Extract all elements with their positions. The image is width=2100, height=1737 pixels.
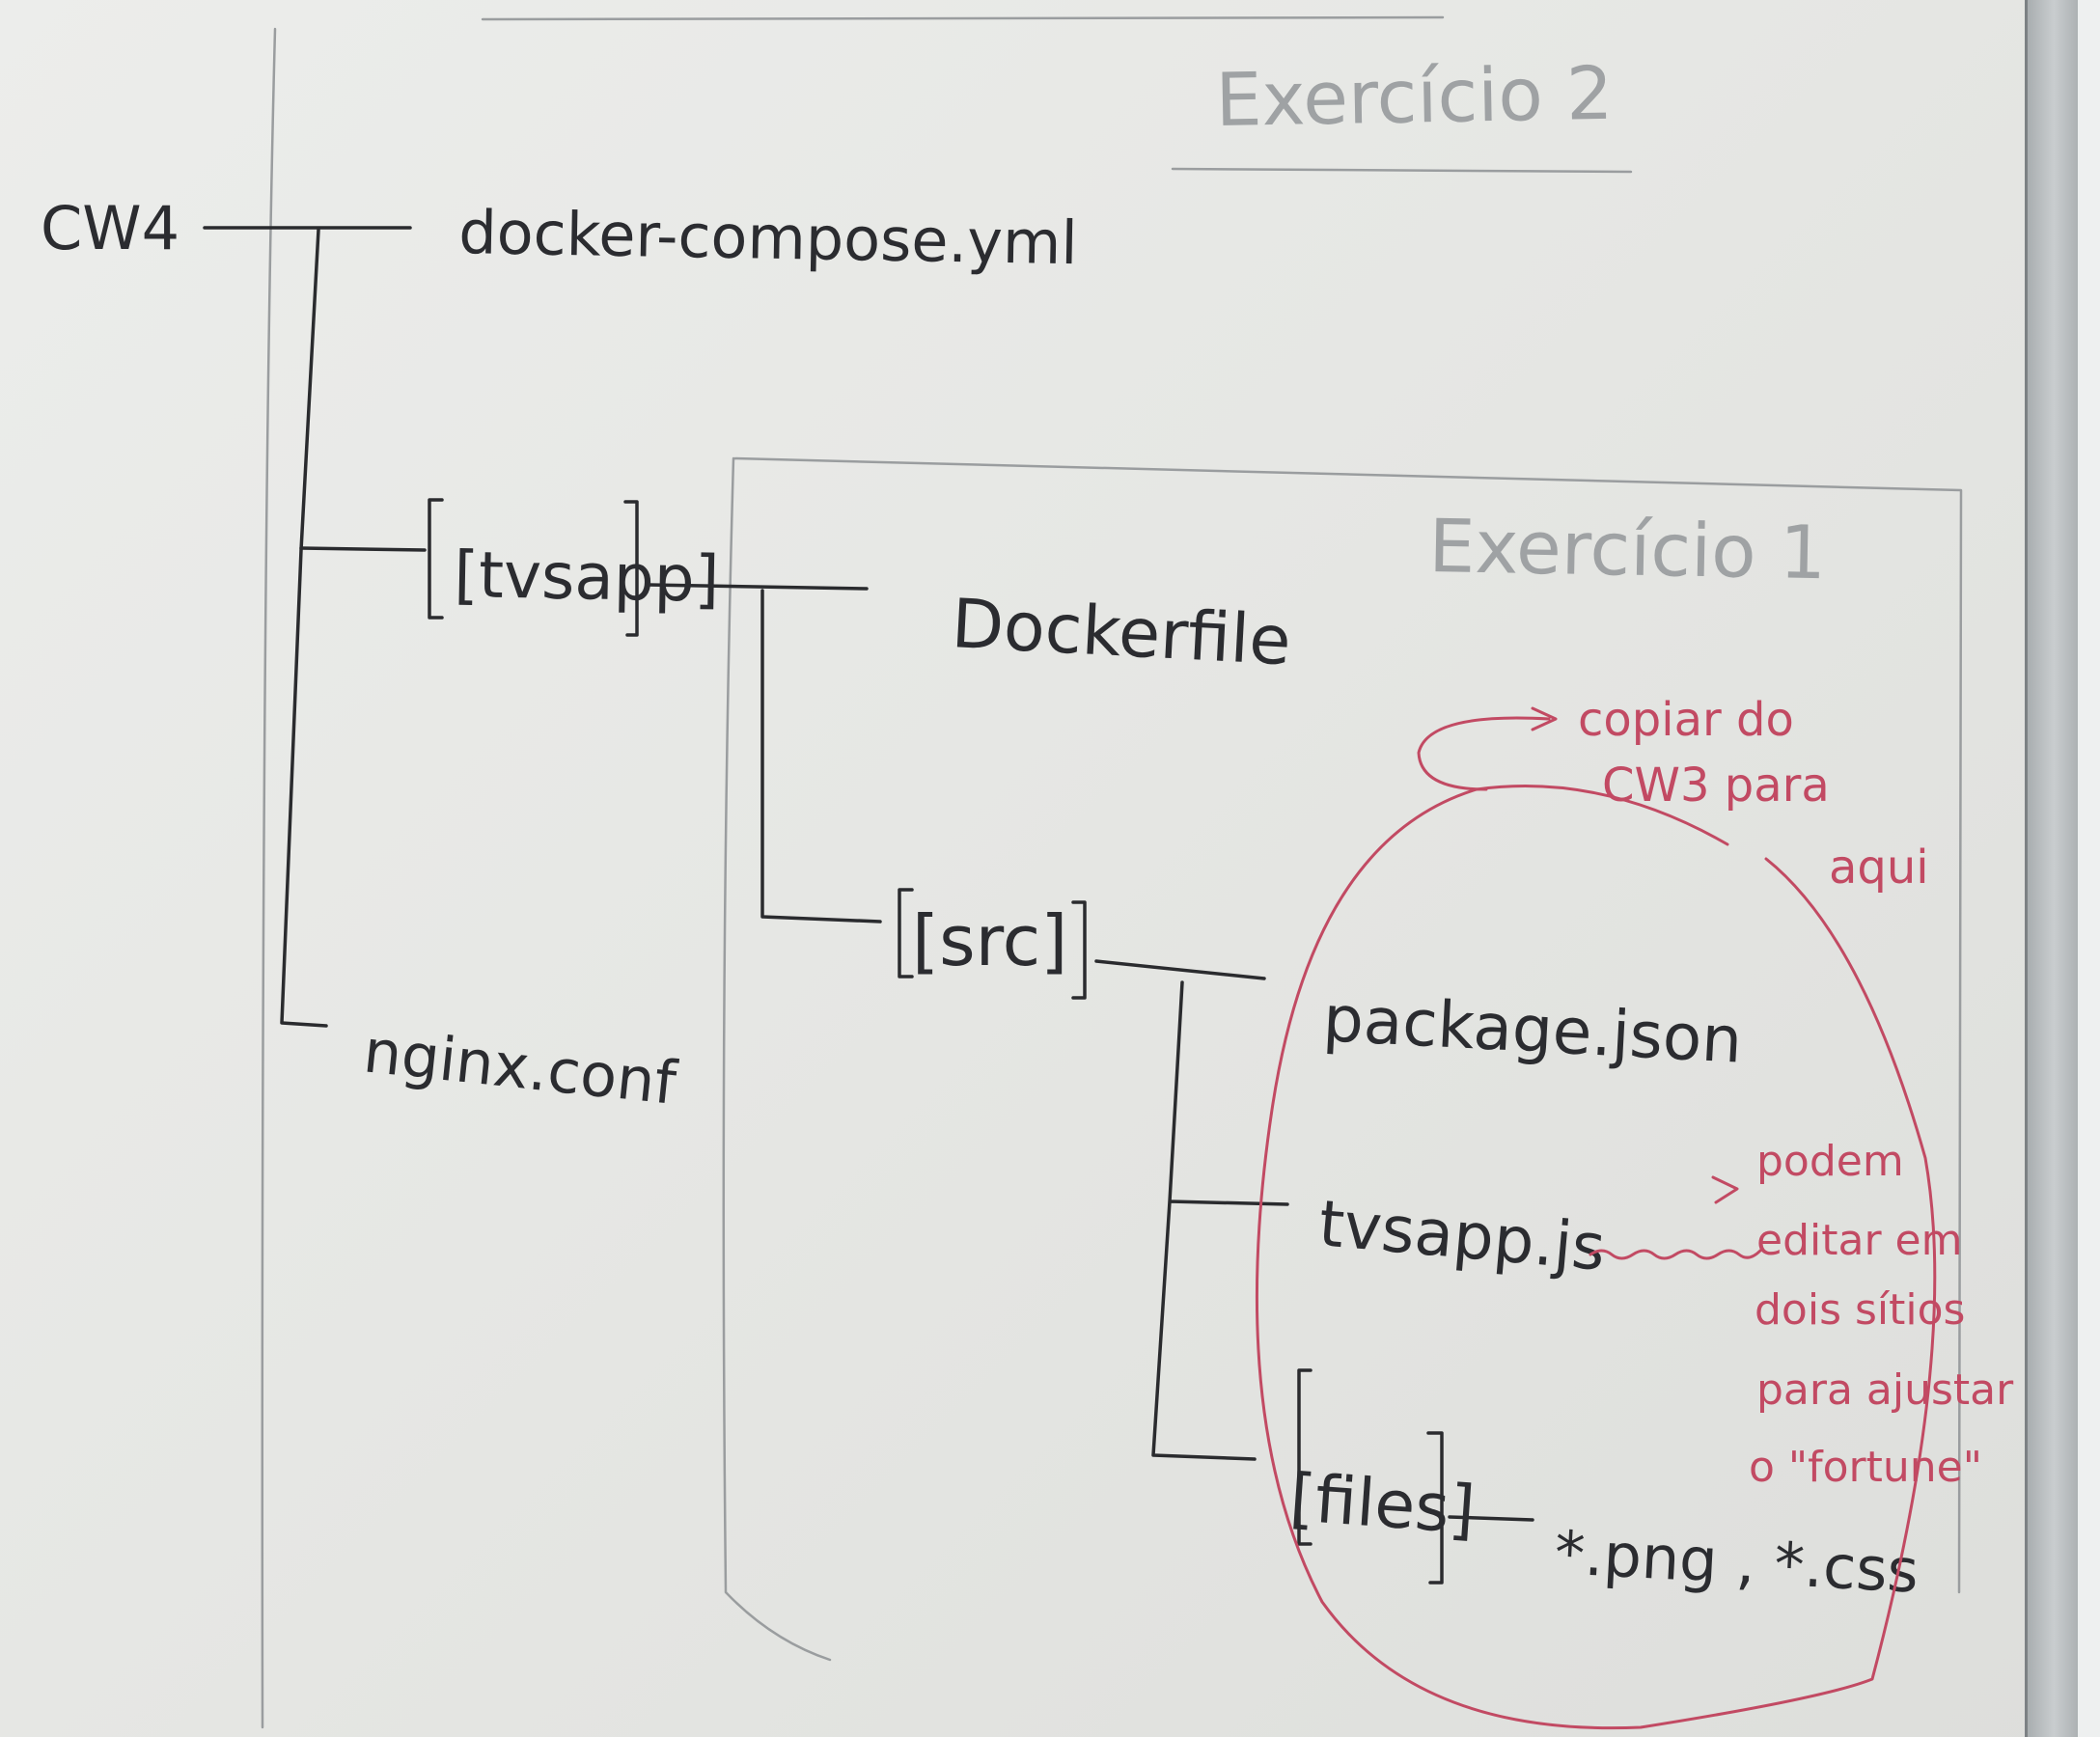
dockerfile: Dockerfile xyxy=(950,584,1293,680)
package-json-file: package.json xyxy=(1321,981,1744,1078)
src-folder: [src] xyxy=(912,900,1067,981)
copy-loop-arrow xyxy=(1417,706,1558,791)
nginx-conf-file: nginx.conf xyxy=(360,1015,681,1118)
tree-tvsapp-branch xyxy=(647,583,882,924)
edit-note-line5: o "fortune" xyxy=(1749,1443,1982,1492)
tree-tvsapp-connector xyxy=(299,546,427,552)
files-bracket xyxy=(1297,1368,1444,1585)
exercise1-outline xyxy=(722,456,1963,1662)
tree-src-branch xyxy=(1094,959,1289,1461)
src-bracket xyxy=(898,888,1087,1000)
tvsapp-js-file: tvsapp.js xyxy=(1316,1186,1609,1285)
copy-note-line3: aqui xyxy=(1829,841,1929,895)
tree-root-cw4: CW4 xyxy=(41,193,180,263)
tree-files-branch xyxy=(1448,1515,1534,1522)
edit-note-line4: para ajustar xyxy=(1756,1365,2014,1415)
copy-note-line2: CW3 para xyxy=(1602,758,1830,813)
tvsapp-bracket xyxy=(428,498,639,637)
edit-note-line2: editar em xyxy=(1756,1216,1962,1265)
edit-note-line1: podem xyxy=(1756,1137,1904,1186)
edit-note-line3: dois sítios xyxy=(1755,1285,1965,1335)
whiteboard-frame xyxy=(2025,0,2100,1737)
exercise2-label: Exercício 2 xyxy=(1215,50,1614,143)
exercise1-label: Exercício 1 xyxy=(1428,503,1827,595)
tvsapp-folder: [tvsapp] xyxy=(454,538,720,617)
files-contents: *.png , *.css xyxy=(1553,1517,1920,1607)
docker-compose-file: docker-compose.yml xyxy=(458,197,1078,278)
copy-region-circle xyxy=(1255,785,1937,1730)
edit-squiggle-arrow xyxy=(1589,1175,1762,1260)
exercise2-outline xyxy=(261,15,1633,1729)
copy-note-line1: copiar do xyxy=(1578,693,1794,747)
files-folder: [files] xyxy=(1287,1460,1478,1549)
tree-root-connector xyxy=(203,226,412,1028)
